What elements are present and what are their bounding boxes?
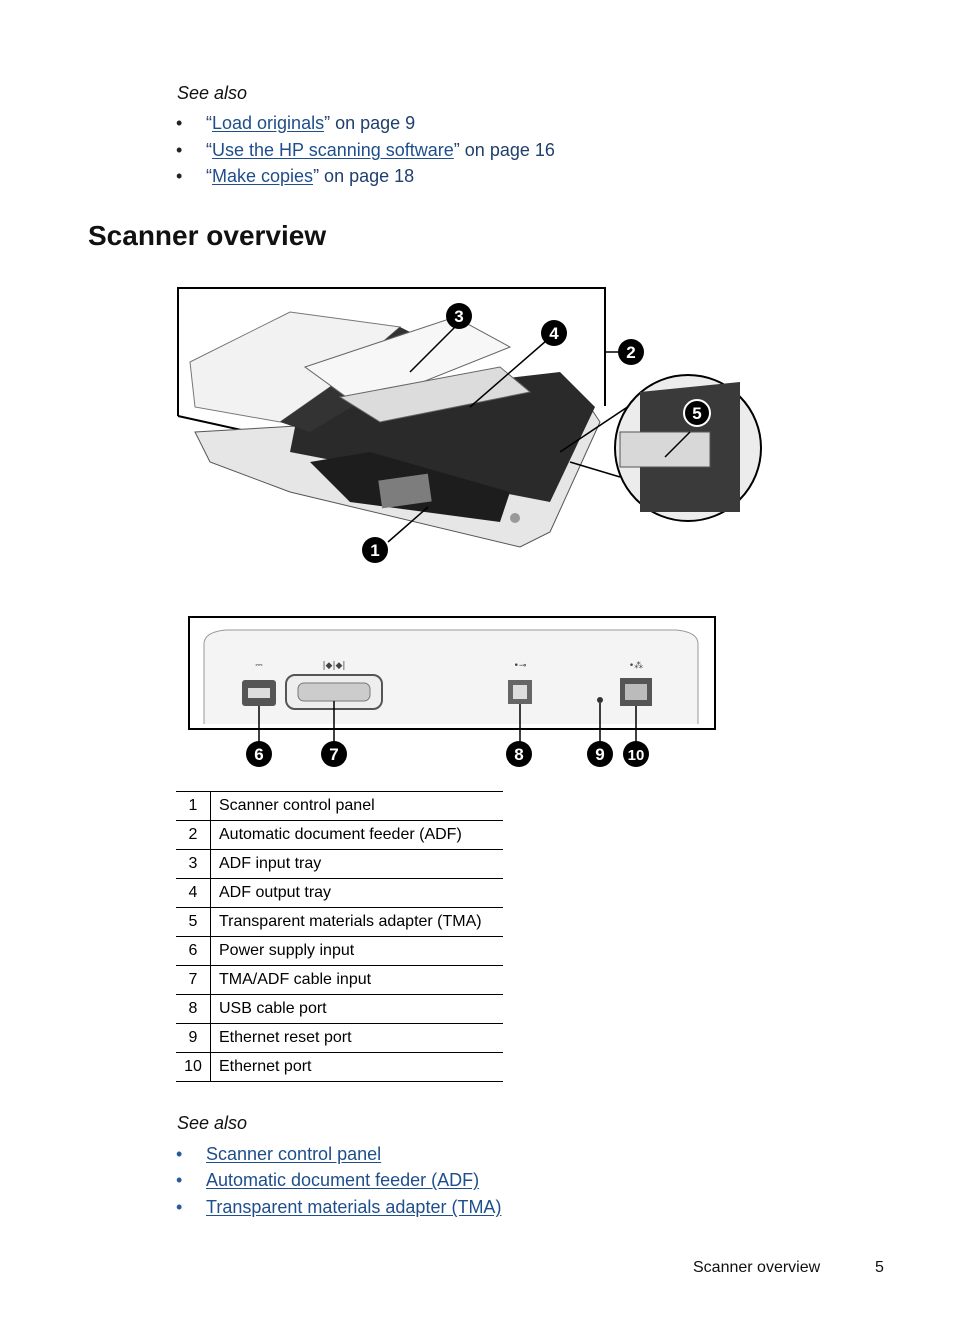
link-use-hp-scanning-software[interactable]: Use the HP scanning software — [212, 140, 454, 160]
callout-1: 1 — [362, 537, 388, 563]
item-number: 8 — [176, 994, 211, 1024]
item-number: 2 — [176, 820, 211, 850]
bullet: • — [176, 1170, 183, 1190]
svg-text:6: 6 — [254, 745, 263, 764]
svg-text:3: 3 — [454, 307, 463, 326]
svg-text:•⁂: •⁂ — [629, 660, 643, 671]
item-description: ADF input tray — [210, 849, 503, 879]
svg-text:8: 8 — [514, 745, 523, 764]
bullet: • — [176, 166, 183, 186]
svg-text:9: 9 — [595, 745, 604, 764]
svg-text:⎓: ⎓ — [255, 661, 262, 671]
link-load-originals[interactable]: Load originals — [212, 113, 325, 133]
svg-text:7: 7 — [329, 745, 338, 764]
link-transparent-materials-adapter[interactable]: Transparent materials adapter (TMA) — [206, 1197, 502, 1217]
item-description: Automatic document feeder (ADF) — [210, 820, 503, 850]
svg-text:5: 5 — [692, 404, 701, 423]
item-number: 6 — [176, 936, 211, 966]
svg-text:1: 1 — [370, 541, 379, 560]
link-automatic-document-feeder[interactable]: Automatic document feeder (ADF) — [206, 1170, 480, 1190]
callout-6: 6 — [246, 741, 272, 767]
footer-section-name: Scanner overview — [693, 1259, 821, 1276]
scanner-rear-panel-illustration: ⎓ |◆|◆| •⊸ •⁂ 6 7 8 9 10 — [188, 616, 716, 767]
bullet: • — [176, 140, 183, 160]
item-description: Ethernet reset port — [210, 1023, 503, 1053]
svg-text:|◆|◆|: |◆|◆| — [323, 661, 346, 671]
section-title: Scanner overview — [88, 220, 327, 251]
item-number: 7 — [176, 965, 211, 995]
svg-text:2: 2 — [626, 343, 635, 362]
page-number: 5 — [875, 1259, 884, 1276]
link-scanner-control-panel[interactable]: Scanner control panel — [206, 1144, 382, 1164]
svg-text:4: 4 — [549, 324, 559, 343]
callout-10: 10 — [623, 741, 649, 767]
item-description: USB cable port — [210, 994, 503, 1024]
callout-3: 3 — [446, 303, 472, 329]
item-description: Transparent materials adapter (TMA) — [210, 907, 503, 937]
item-number: 5 — [176, 907, 211, 937]
item-description: Power supply input — [210, 936, 503, 966]
scanner-front-illustration: 3 4 2 5 1 — [177, 287, 762, 563]
item-description: Scanner control panel — [210, 791, 503, 821]
item-number: 10 — [176, 1052, 211, 1082]
svg-text:•⊸: •⊸ — [514, 661, 527, 671]
callout-5: 5 — [683, 399, 711, 427]
item-number: 1 — [176, 791, 211, 821]
callout-8: 8 — [506, 741, 532, 767]
svg-text:10: 10 — [628, 747, 645, 764]
item-number: 3 — [176, 849, 211, 879]
bullet: • — [176, 1197, 183, 1217]
callout-9: 9 — [587, 741, 613, 767]
item-description: ADF output tray — [210, 878, 503, 908]
item-description: TMA/ADF cable input — [210, 965, 503, 995]
callout-4: 4 — [541, 320, 567, 346]
callout-7: 7 — [321, 741, 347, 767]
bullet: • — [176, 113, 183, 133]
callout-2: 2 — [618, 339, 644, 365]
link-make-copies[interactable]: Make copies — [212, 166, 314, 186]
see-also-heading-bottom: See also — [177, 1113, 248, 1133]
item-description: Ethernet port — [210, 1052, 503, 1082]
item-number: 9 — [176, 1023, 211, 1053]
item-number: 4 — [176, 878, 211, 908]
bullet: • — [176, 1144, 183, 1164]
see-also-heading-top: See also — [177, 83, 248, 103]
